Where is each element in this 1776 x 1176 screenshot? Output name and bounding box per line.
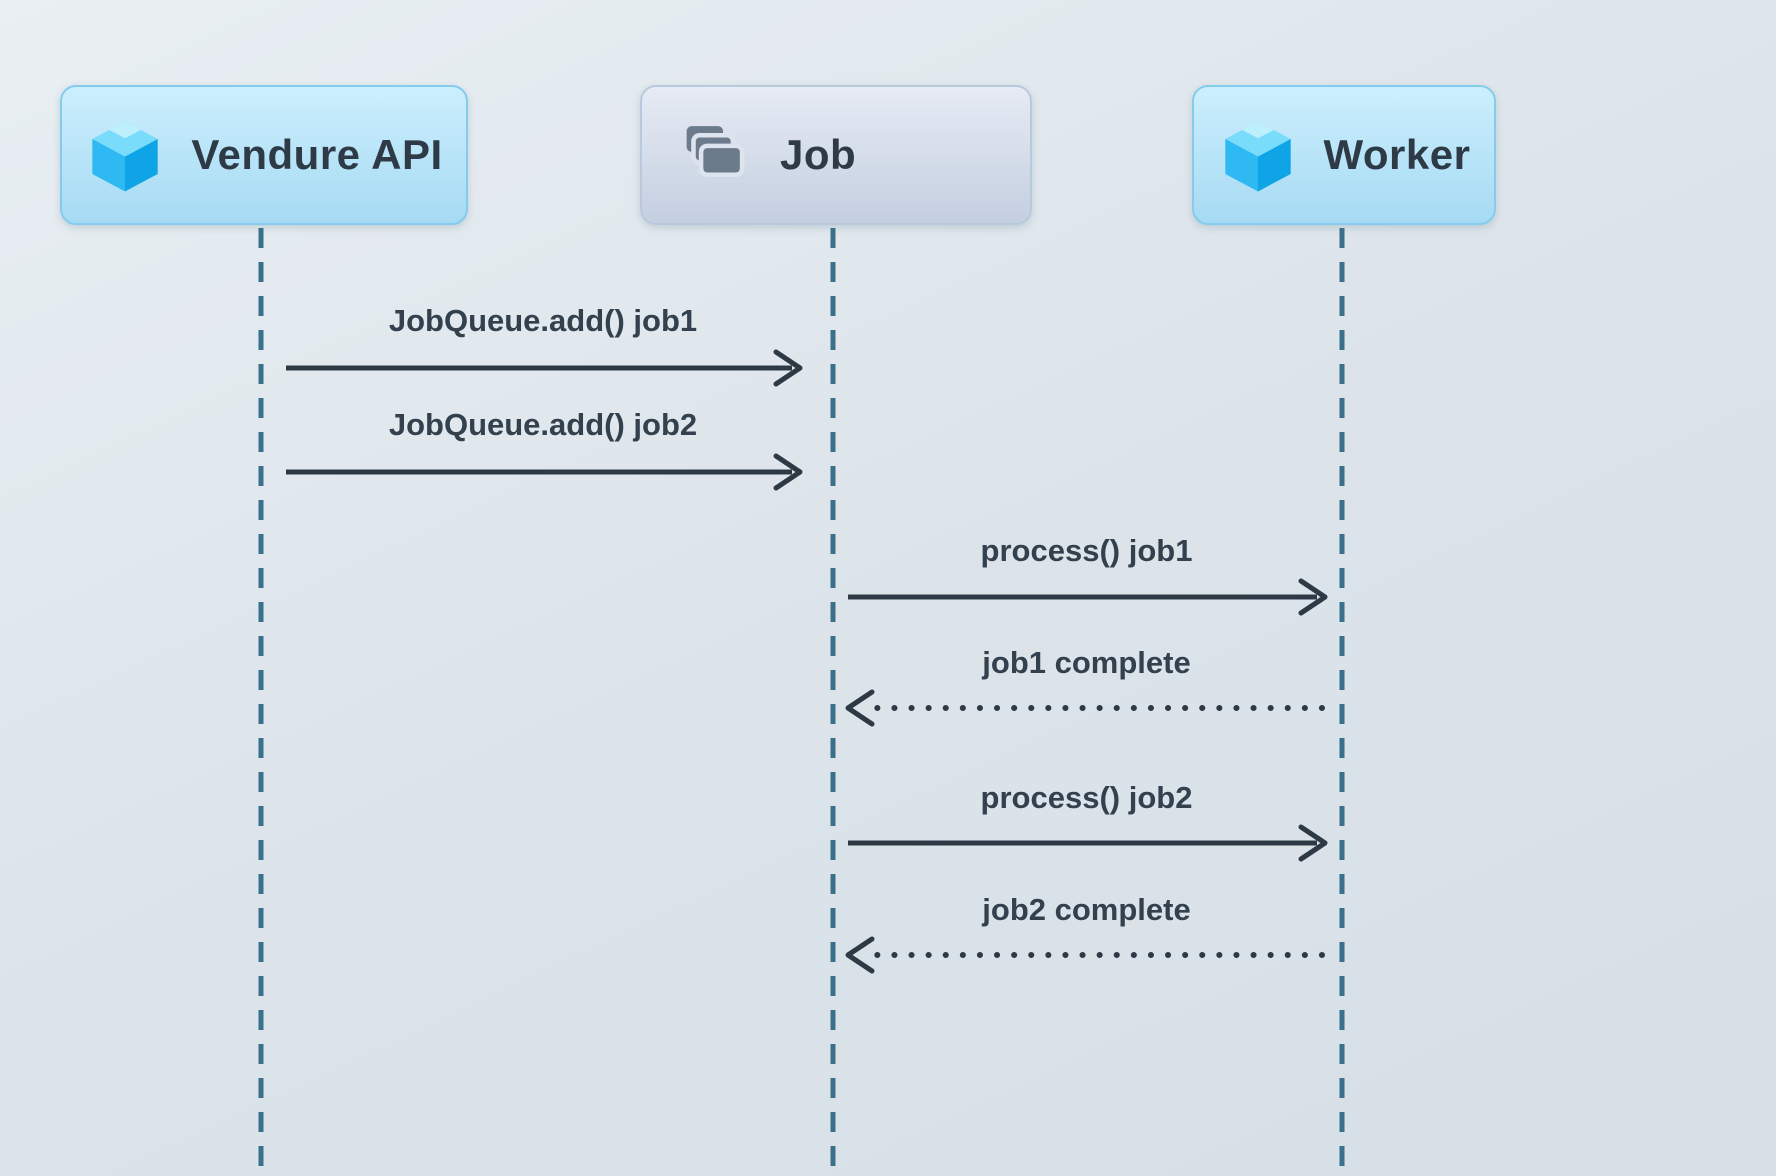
message-arrow-4 bbox=[845, 689, 1325, 727]
message-arrow-6 bbox=[845, 936, 1325, 974]
message-label-process-job2: process() job2 bbox=[980, 780, 1193, 815]
message-label-jobqueue-add-job1: JobQueue.add() job1 bbox=[388, 303, 698, 338]
actor-label-vendure-api: Vendure API bbox=[191, 131, 443, 178]
stacked-cards-icon bbox=[674, 117, 754, 193]
actor-label-job: Job bbox=[780, 131, 857, 178]
actor-label-worker: Worker bbox=[1323, 131, 1471, 178]
message-label-job1-complete: job1 complete bbox=[982, 645, 1191, 680]
message-label-job2-complete: job2 complete bbox=[982, 892, 1191, 927]
actor-box-job: Job bbox=[640, 85, 1032, 225]
message-label-jobqueue-add-job2: JobQueue.add() job2 bbox=[388, 407, 698, 442]
message-arrow-5 bbox=[848, 824, 1328, 862]
vendure-logo-icon bbox=[85, 117, 165, 193]
message-arrow-3 bbox=[848, 578, 1328, 616]
message-arrow-1 bbox=[286, 349, 803, 387]
message-label-process-job1: process() job1 bbox=[980, 533, 1193, 568]
actor-box-worker: Worker bbox=[1192, 85, 1496, 225]
vendure-logo-icon bbox=[1218, 117, 1298, 193]
message-arrow-2 bbox=[286, 453, 803, 491]
actor-box-vendure-api: Vendure API bbox=[60, 85, 468, 225]
